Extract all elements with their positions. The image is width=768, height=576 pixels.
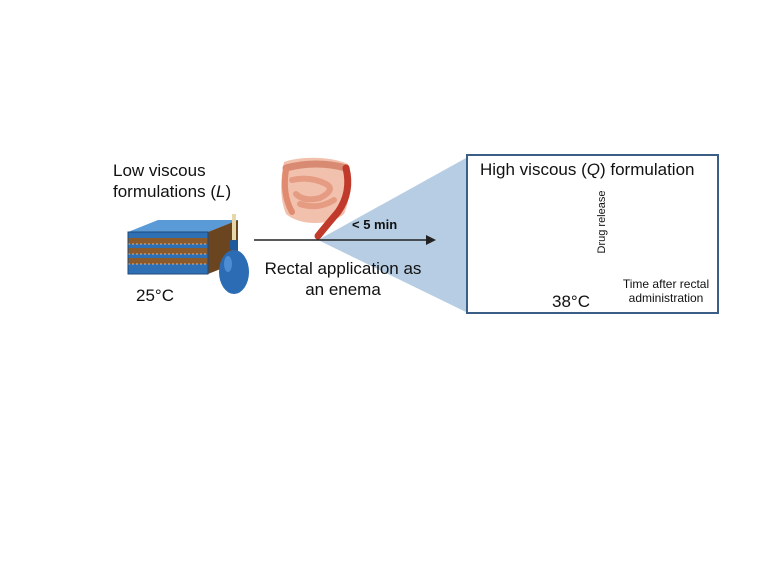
left-title-line1: Low viscous bbox=[113, 161, 206, 180]
graph-x-label: Time after rectal administration bbox=[614, 277, 718, 305]
intestines-icon bbox=[281, 157, 352, 240]
left-title-suffix: ) bbox=[225, 182, 232, 201]
callout-wedge bbox=[318, 158, 466, 312]
application-label: Rectal application as an enema bbox=[258, 258, 428, 300]
graph-x-label-line2: administration bbox=[628, 291, 704, 305]
graph-x-label-line1: Time after rectal bbox=[622, 277, 710, 291]
temperature-right: 38°C bbox=[552, 292, 590, 311]
application-line1: Rectal application as bbox=[264, 259, 422, 278]
left-title-prefix: formulations ( bbox=[113, 182, 216, 201]
graph-y-label: Drug release bbox=[596, 190, 608, 254]
application-arrow bbox=[254, 235, 436, 245]
left-title-italic: L bbox=[215, 182, 226, 201]
panel-title: High viscous (Q) formulation bbox=[480, 160, 694, 180]
temperature-left: 25°C bbox=[136, 286, 174, 305]
application-line2: an enema bbox=[305, 280, 381, 299]
left-formulation-title: Low viscous formulations (L) bbox=[113, 160, 283, 202]
enema-bulb-icon bbox=[219, 214, 249, 294]
panel-title-prefix: High viscous ( bbox=[480, 160, 587, 179]
panel-title-italic: Q bbox=[586, 160, 600, 179]
left-title-line2: formulations (L) bbox=[113, 181, 283, 202]
panel-title-suffix: ) formulation bbox=[600, 160, 695, 179]
high-viscous-panel bbox=[466, 154, 719, 314]
time-label: < 5 min bbox=[352, 217, 398, 232]
